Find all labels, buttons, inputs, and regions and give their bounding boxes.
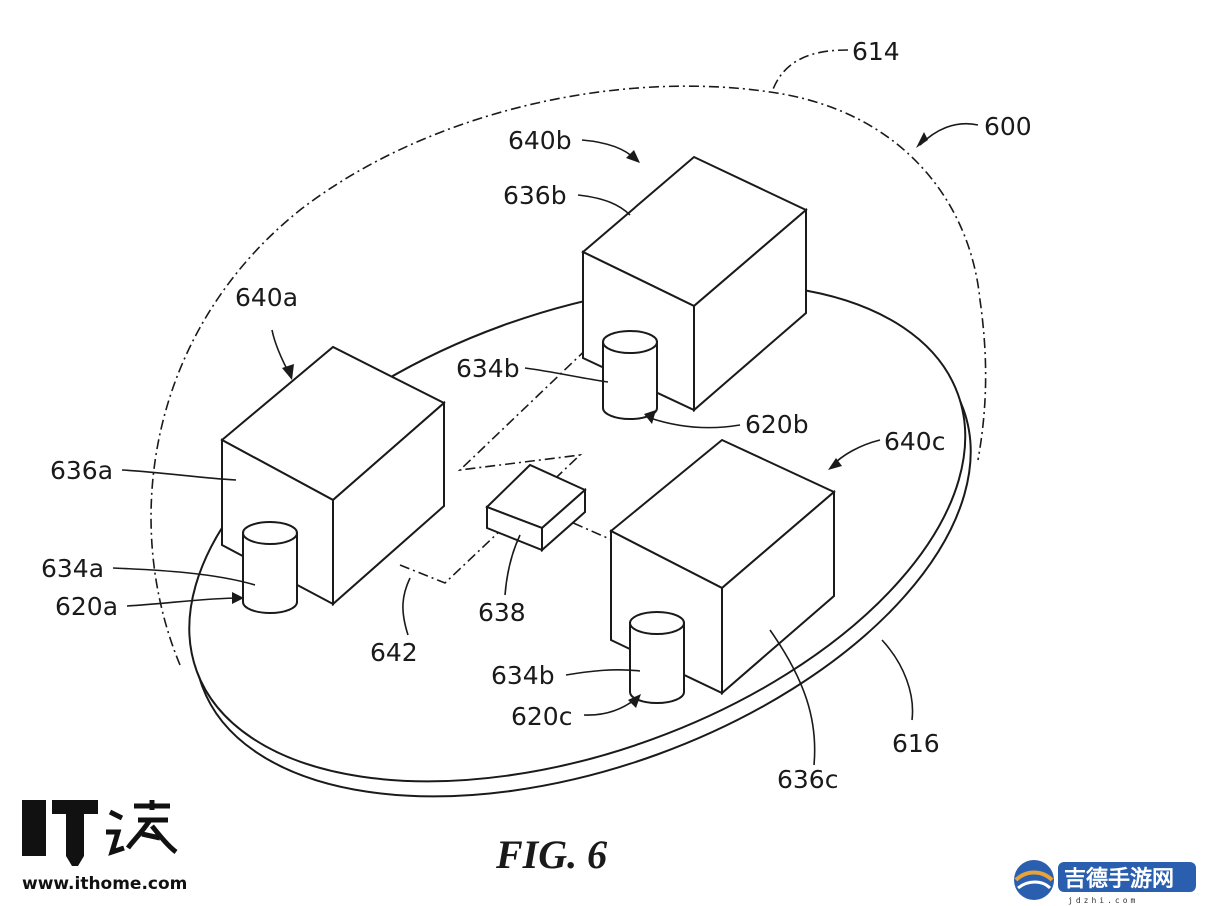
label-634b-top: 634b	[456, 354, 520, 383]
label-620b: 620b	[745, 410, 809, 439]
sensor-cylinder-620a	[242, 521, 298, 614]
network-links-642	[399, 339, 613, 584]
label-636a: 636a	[50, 456, 113, 485]
sensor-cylinder-620c	[629, 611, 685, 704]
arrowheads	[232, 132, 928, 708]
label-640c: 640c	[884, 427, 945, 456]
label-620a: 620a	[55, 592, 118, 621]
jdzhi-logo	[1014, 860, 1196, 900]
jdzhi-url: jdzhi.com	[1068, 896, 1138, 905]
label-634b-bottom: 634b	[491, 661, 555, 690]
label-600: 600	[984, 112, 1032, 141]
sensor-cylinder-620b	[602, 330, 658, 420]
label-638: 638	[478, 598, 526, 627]
label-616: 616	[892, 729, 940, 758]
hub-device-638	[485, 463, 587, 553]
label-636c: 636c	[777, 765, 838, 794]
ithome-logo	[22, 800, 178, 866]
label-640b: 640b	[508, 126, 572, 155]
label-620c: 620c	[511, 702, 572, 731]
label-634a: 634a	[41, 554, 104, 583]
label-642: 642	[370, 638, 418, 667]
jdzhi-logo-text: 吉德手游网	[1064, 866, 1174, 892]
label-640a: 640a	[235, 283, 298, 312]
ithome-url: www.ithome.com	[22, 874, 187, 894]
figure-caption: FIG. 6	[495, 832, 607, 877]
dome-boundary-614	[150, 85, 987, 666]
label-636b: 636b	[503, 181, 567, 210]
label-614: 614	[852, 37, 900, 66]
